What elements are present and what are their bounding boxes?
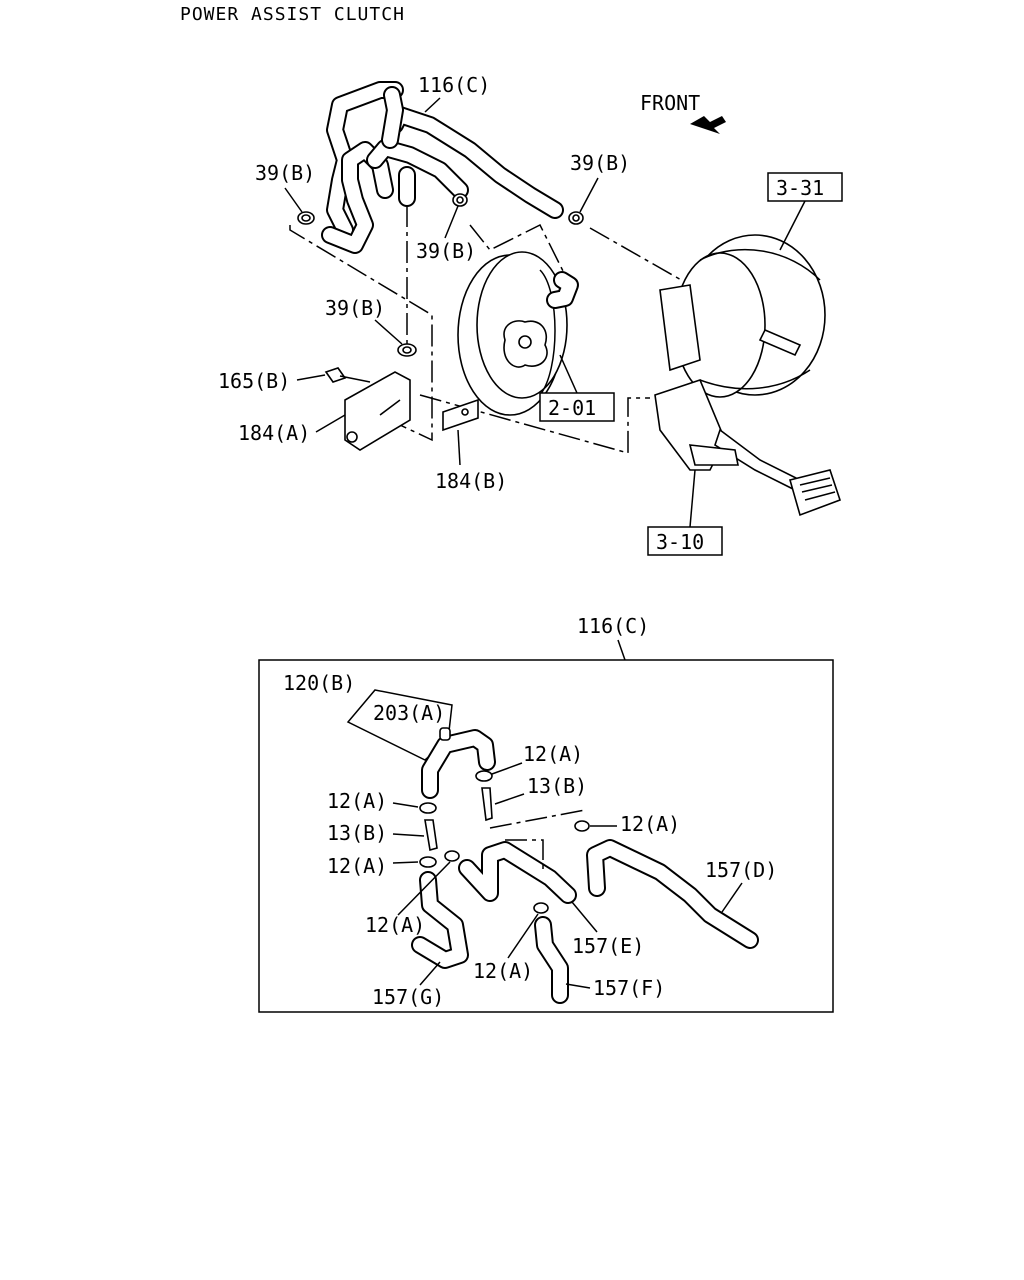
detail-hoses (411, 729, 759, 1004)
label-13b-2: 13(B) (327, 821, 387, 845)
clamp-12a-3 (419, 856, 437, 868)
label-39b-b: 39(B) (570, 151, 630, 175)
label-39b-c: 39(B) (416, 239, 476, 263)
clamp-39b-lower (397, 343, 417, 357)
clamp-12a-1 (475, 770, 493, 782)
label-12a-5: 12(A) (473, 959, 533, 983)
label-12a-6: 12(A) (620, 812, 680, 836)
pedal-assembly (654, 379, 842, 517)
ref-2-01: 2-01 (548, 396, 596, 420)
bolt-165b (324, 367, 371, 383)
label-13b-1: 13(B) (527, 774, 587, 798)
label-157g: 157(G) (372, 985, 444, 1009)
label-12a-4: 12(A) (365, 913, 425, 937)
diagram-title: POWER ASSIST CLUTCH (180, 4, 405, 25)
label-157d: 157(D) (705, 858, 777, 882)
clamp-12a-4 (444, 850, 460, 862)
clamp-39b-right (568, 211, 584, 225)
label-157f: 157(F) (593, 976, 665, 1000)
ref-3-31: 3-31 (776, 176, 824, 200)
clamp-12a-6 (574, 820, 590, 832)
label-12a-1: 12(A) (523, 742, 583, 766)
label-184a: 184(A) (238, 421, 310, 445)
brake-booster (659, 234, 826, 398)
label-116c-top: 116(C) (418, 73, 490, 97)
ref-box-3-31: 3-31 (767, 172, 843, 202)
connector-13b-1 (481, 787, 493, 822)
bracket-184a (344, 371, 411, 451)
front-label: FRONT (640, 91, 700, 115)
clamp-39b-left (297, 211, 315, 225)
label-12a-3: 12(A) (327, 854, 387, 878)
label-39b-d: 39(B) (325, 296, 385, 320)
ref-box-3-10: 3-10 (647, 526, 723, 556)
detail-guide-line-b (505, 839, 544, 870)
clamp-39b-center (452, 193, 468, 207)
label-116c-detail: 116(C) (577, 614, 649, 638)
label-12a-2: 12(A) (327, 789, 387, 813)
clamp-12a-5 (533, 902, 549, 914)
clamp-12a-2 (419, 802, 437, 814)
label-157e: 157(E) (572, 934, 644, 958)
label-120b: 120(B) (283, 671, 355, 695)
front-arrow-icon (690, 116, 726, 134)
ref-3-10: 3-10 (656, 530, 704, 554)
plug-203a (439, 727, 451, 741)
label-184b: 184(B) (435, 469, 507, 493)
detail-guide-line-a (489, 809, 586, 829)
power-assist-unit (457, 251, 579, 416)
label-203a: 203(A) (373, 701, 445, 725)
bracket-184b (442, 398, 479, 432)
hose-assembly-116c (321, 81, 564, 254)
connector-13b-2 (424, 819, 438, 852)
ref-box-2-01: 2-01 (539, 392, 615, 422)
label-165b: 165(B) (218, 369, 290, 393)
label-39b-a: 39(B) (255, 161, 315, 185)
